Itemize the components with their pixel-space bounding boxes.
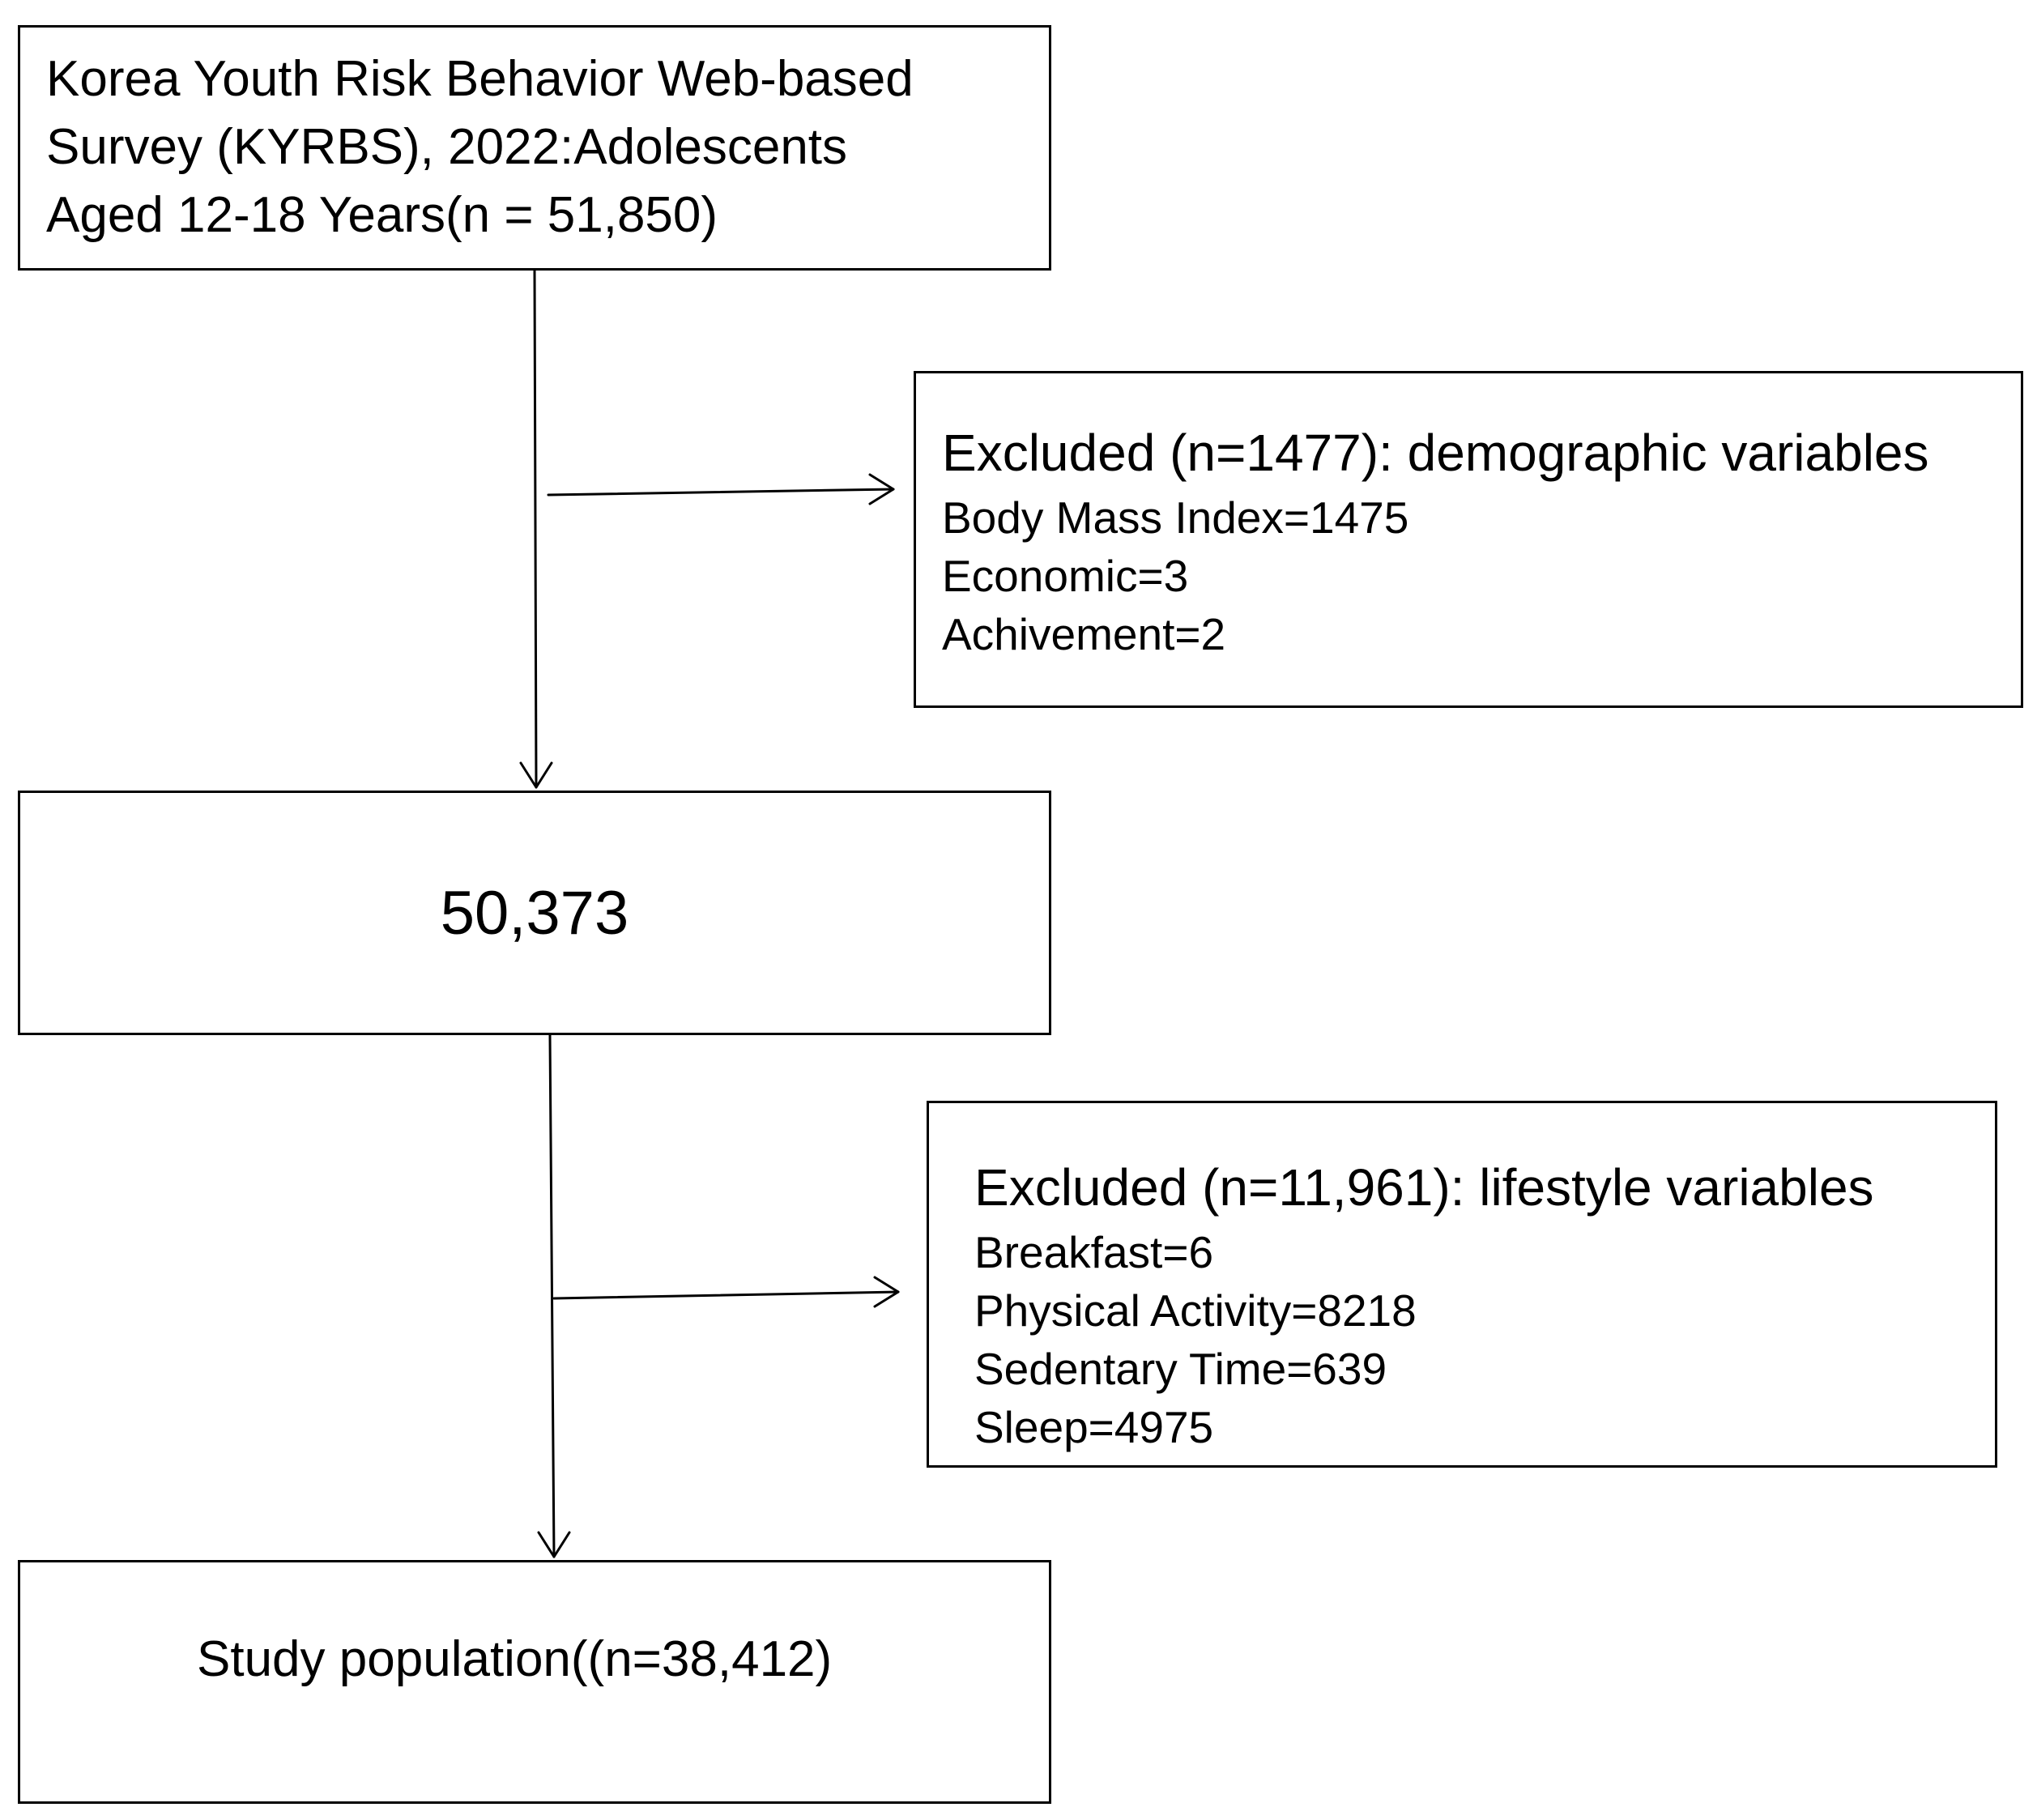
- remaining-sample-box: 50,373: [18, 791, 1051, 1035]
- horizontal-arrow-to-lifestyle-exclusion: [552, 1290, 900, 1300]
- lifestyle-exclusion-item: Sedentary Time=639: [974, 1344, 1387, 1394]
- arrowhead-demographic-exclusion: [868, 473, 895, 505]
- vertical-arrow-remaining-to-study: [548, 1034, 556, 1558]
- demographic-exclusion-box: Excluded (n=1477): demographic variables…: [914, 371, 2023, 708]
- lifestyle-exclusion-item: Breakfast=6: [974, 1227, 1214, 1277]
- demographic-exclusion-item: Economic=3: [942, 551, 1189, 601]
- source-line-3: Aged 12-18 Years(n = 51,850): [46, 187, 718, 243]
- source-line-1: Korea Youth Risk Behavior Web-based: [46, 51, 914, 107]
- source-line-2: Survey (KYRBS), 2022:Adolescents: [46, 119, 848, 175]
- demographic-exclusion-item: Body Mass Index=1475: [942, 492, 1409, 543]
- study-population-box: Study population((n=38,412): [18, 1560, 1051, 1804]
- arrowhead-remaining-to-study: [537, 1531, 571, 1558]
- demographic-exclusion-item: Achivement=2: [942, 609, 1226, 659]
- lifestyle-exclusion-item: Sleep=4975: [974, 1402, 1214, 1452]
- study-population-label: Study population((n=38,412): [197, 1631, 833, 1687]
- horizontal-arrow-to-demographic-exclusion: [547, 488, 895, 497]
- lifestyle-exclusion-item: Physical Activity=8218: [974, 1285, 1417, 1336]
- lifestyle-exclusion-heading: Excluded (n=11,961): lifestyle variables: [974, 1158, 1874, 1217]
- vertical-arrow-survey-to-remaining: [533, 269, 538, 789]
- source-population-box: Korea Youth Risk Behavior Web-based Surv…: [18, 25, 1051, 271]
- lifestyle-exclusion-box: Excluded (n=11,961): lifestyle variables…: [927, 1101, 1997, 1468]
- demographic-exclusion-heading: Excluded (n=1477): demographic variables: [942, 424, 1929, 482]
- arrowhead-survey-to-remaining: [519, 761, 553, 789]
- arrowhead-lifestyle-exclusion: [873, 1276, 900, 1308]
- remaining-sample-count: 50,373: [440, 878, 629, 948]
